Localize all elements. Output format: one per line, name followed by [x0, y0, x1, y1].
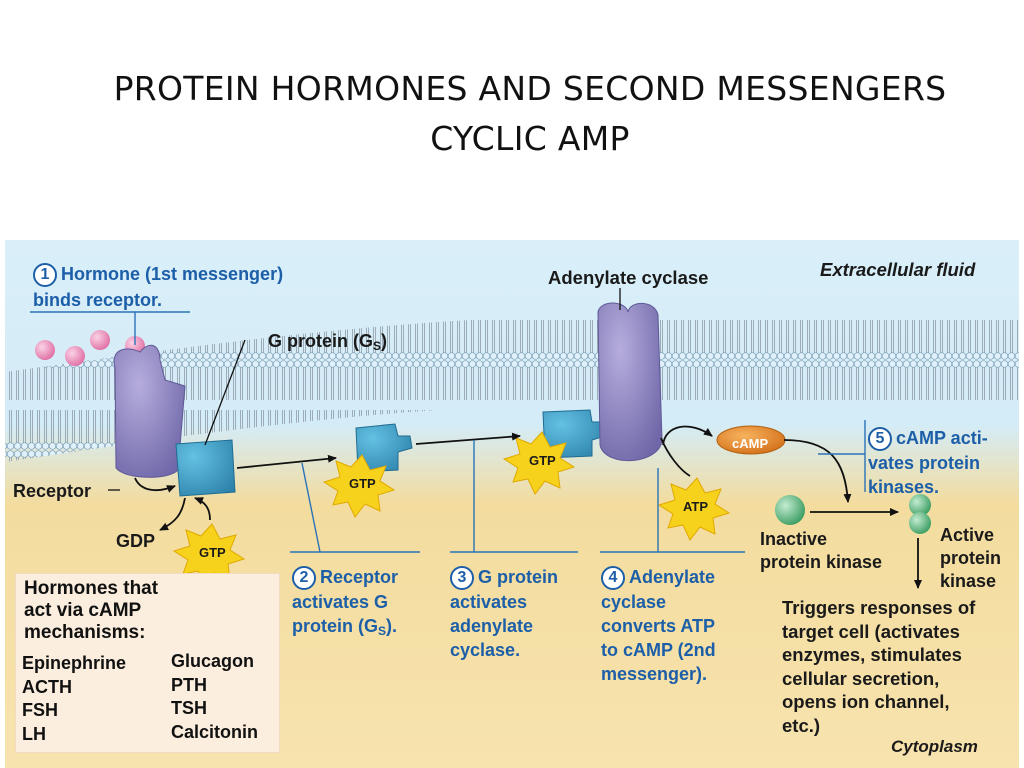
title-line-2: CYCLIC AMP	[430, 119, 630, 158]
hormone-item: Calcitonin	[171, 721, 259, 742]
arrows	[134, 425, 922, 589]
title-line-1: PROTEIN HORMONES AND SECOND MESSENGERS	[113, 69, 947, 108]
hormone-item: TSH	[171, 698, 207, 718]
g-protein-label: G protein (GS)	[268, 331, 388, 353]
arrow-cyclase-to-camp	[662, 425, 713, 446]
arrow-gdp-release	[159, 497, 186, 531]
hormone-molecule	[65, 346, 85, 366]
hormones-col-2: Glucagon PTH TSH Calcitonin	[171, 650, 258, 744]
active-kinase-bottom	[909, 512, 931, 534]
arrow-to-g-protein	[236, 454, 337, 469]
step-4-number: 4	[601, 566, 625, 590]
inactive-kinase	[775, 495, 805, 525]
receptor-label: Receptor	[13, 481, 92, 501]
hormone-molecule	[35, 340, 55, 360]
arrow-gtp-bind	[194, 497, 211, 521]
atp-label: ATP	[683, 499, 709, 514]
active-kinase-top	[909, 494, 931, 516]
hormone-item: FSH	[22, 700, 58, 720]
slide-title: PROTEIN HORMONES AND SECOND MESSENGERS C…	[0, 64, 1024, 164]
gtp-label-3: GTP	[199, 545, 226, 560]
callout-lines	[30, 311, 866, 553]
leader-lines	[108, 288, 621, 491]
gtp-star	[322, 454, 396, 518]
hormones-box-heading: Hormones that act via cAMP mechanisms:	[24, 578, 159, 643]
cytoplasm-label: Cytoplasm	[891, 737, 978, 756]
hormone-item: ACTH	[22, 676, 72, 697]
step-3-number: 3	[450, 566, 474, 590]
triggers-responses-text: Triggers responses of target cell (activ…	[782, 597, 976, 736]
step-5-number: 5	[868, 427, 892, 451]
gtp-star	[502, 431, 576, 495]
hormone-item: Epinephrine	[22, 653, 127, 673]
camp-label: cAMP	[732, 436, 769, 451]
atp-star	[657, 477, 731, 541]
gtp-stars	[172, 431, 731, 587]
adenylate-cyclase-label: Adenylate cyclase	[548, 267, 709, 288]
hormone-item: LH	[22, 723, 46, 744]
hormone-item: Glucagon	[171, 651, 255, 671]
adenylate-cyclase-protein	[597, 302, 663, 462]
extracellular-fluid-label: Extracellular fluid	[820, 259, 976, 280]
step-1-number: 1	[33, 263, 57, 287]
gtp-label-1: GTP	[349, 476, 376, 491]
arrow-camp-to-kinase	[783, 439, 852, 503]
g-protein-bound	[175, 439, 236, 497]
hormone-item: PTH	[171, 674, 207, 695]
arrow-to-cyclase	[415, 432, 521, 445]
cell-membrane	[5, 313, 1019, 462]
receptor-protein	[113, 344, 186, 478]
step-2-number: 2	[292, 566, 316, 590]
hormones-box: Hormones that act via cAMP mechanisms: E…	[16, 574, 279, 752]
gdp-label: GDP	[116, 531, 156, 551]
hormones-col-1: Epinephrine ACTH FSH LH	[22, 652, 126, 746]
gtp-label-2: GTP	[529, 453, 556, 468]
arrow-receptor-loop	[134, 477, 176, 493]
hormone-molecule	[90, 330, 110, 350]
